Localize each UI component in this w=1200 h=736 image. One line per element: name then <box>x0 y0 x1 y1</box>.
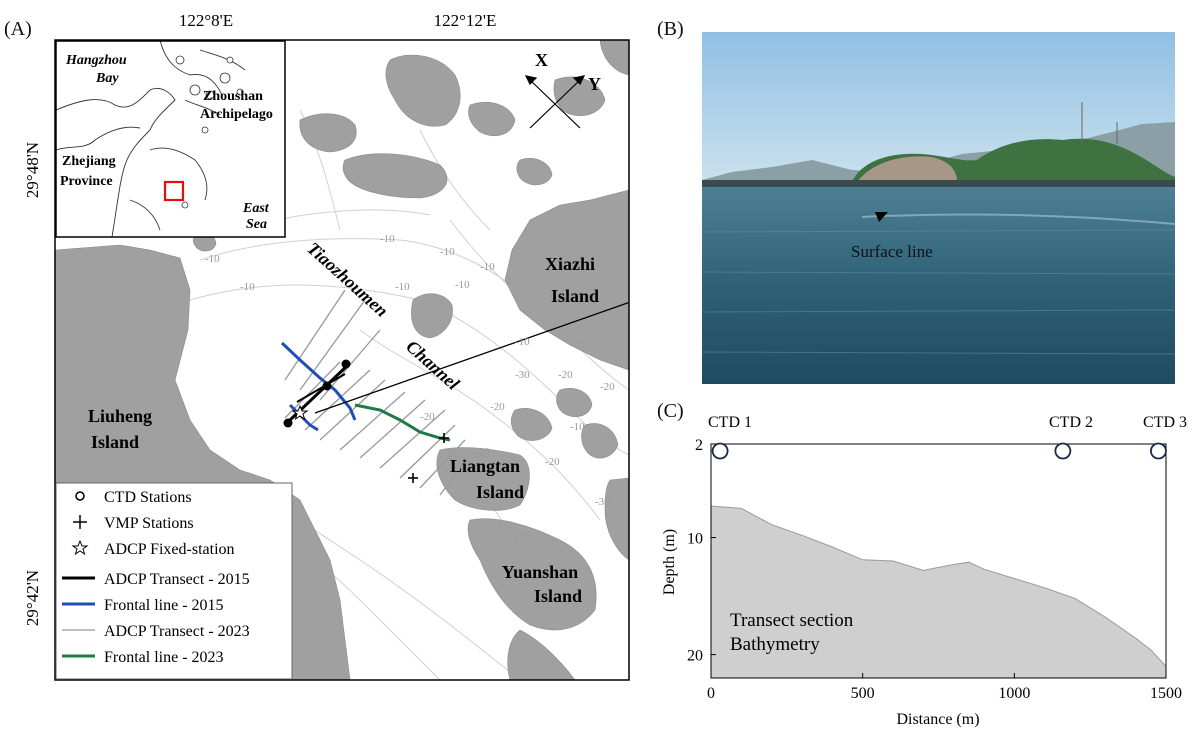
lat-label-2: 29°42'N <box>23 570 42 626</box>
x-tick-label-2: 1000 <box>998 685 1030 702</box>
svg-text:-10: -10 <box>445 453 460 465</box>
inset-location-box <box>163 180 185 202</box>
ctd-marker-2 <box>1054 442 1072 460</box>
yuanshan-label-2: Island <box>534 586 582 606</box>
bathymetry-section-chart: CTD 1 CTD 2 CTD 3 0 500 1000 1500 2 10 20 Tra… <box>661 414 1187 728</box>
xiazhi-island <box>504 189 629 371</box>
svg-text:-10: -10 <box>515 336 530 348</box>
legend-label-frontal-2023: Frontal line - 2023 <box>104 649 224 666</box>
svg-text:-20: -20 <box>545 456 560 468</box>
vmp-stations <box>408 433 449 483</box>
x-tick-label-1: 500 <box>851 685 875 702</box>
svg-text:-20: -20 <box>490 401 505 413</box>
section-label-1: Transect section <box>730 610 854 631</box>
lat-label-1: 29°48'N <box>23 142 42 198</box>
panel-c-label: (C) <box>657 400 684 422</box>
map-legend: CTD Stations VMP Stations ADCP Fixed-sta… <box>55 482 293 680</box>
x-tick-label-3: 1500 <box>1150 685 1182 702</box>
inset-bay-2: Bay <box>95 71 119 86</box>
svg-text:-10: -10 <box>240 281 255 293</box>
panel-b-label: (B) <box>657 18 684 40</box>
inset-prov-1: Zhejiang <box>62 154 116 169</box>
svg-text:-10: -10 <box>480 261 495 273</box>
adcp-fixed-station <box>291 404 309 421</box>
svg-text:-20: -20 <box>510 529 525 541</box>
xiazhi-label-1: Xiazhi <box>545 254 595 274</box>
ctd-marker-1 <box>711 442 729 460</box>
yuanshan-island <box>467 518 597 631</box>
legend-label-adcp-fixed: ADCP Fixed-station <box>104 541 235 558</box>
inset-sea-2: Sea <box>246 217 267 232</box>
bathymetry-area <box>710 505 1167 679</box>
surface-line-annotation: Surface line <box>851 242 933 261</box>
inset-sea-1: East <box>242 201 270 216</box>
svg-text:-10: -10 <box>440 246 455 258</box>
svg-text:-20: -20 <box>475 446 490 458</box>
legend-adcp-fixed-icon <box>71 539 89 556</box>
y-axis-label: Depth (m) <box>661 529 678 595</box>
photo-drawing <box>702 32 1175 384</box>
xiazhi-label-2: Island <box>551 286 599 306</box>
svg-text:-10: -10 <box>580 336 595 348</box>
inset-map: Hangzhou Bay East Sea Zhoushan Archipela… <box>55 39 286 238</box>
liangtan-island <box>436 447 530 511</box>
legend-label-vmp: VMP Stations <box>104 515 194 532</box>
legend-label-ctd: CTD Stations <box>104 489 192 506</box>
svg-text:-20: -20 <box>600 381 615 393</box>
ctd-marker-3 <box>1150 442 1167 460</box>
y-ticks: 2 10 20 <box>687 437 716 665</box>
axis-y-label: Y <box>588 74 601 94</box>
inset-bay-1: Hangzhou <box>65 53 127 68</box>
station-label-1: CTD 1 <box>708 414 752 431</box>
svg-text:-20: -20 <box>420 411 435 423</box>
ctd-markers <box>711 442 1167 460</box>
study-area-map: 122°8'E 122°12'E 29°48'N 29°42'N <box>23 11 630 681</box>
inset-arch-2: Archipelago <box>200 107 273 122</box>
panel-a-label: (A) <box>4 18 32 40</box>
liuheng-label-1: Liuheng <box>88 406 152 426</box>
arrowhead-icon <box>875 212 888 222</box>
legend-label-adcp-2015: ADCP Transect - 2015 <box>104 571 250 588</box>
svg-text:-10: -10 <box>570 421 585 433</box>
svg-text:-10: -10 <box>455 279 470 291</box>
svg-text:-10: -10 <box>380 233 395 245</box>
legend-label-adcp-2023: ADCP Transect - 2023 <box>104 623 250 640</box>
legend-ctd-icon <box>75 491 85 501</box>
y-tick-label-1: 10 <box>687 531 703 548</box>
station-label-2: CTD 2 <box>1049 414 1093 431</box>
liangtan-label-1: Liangtan <box>450 456 520 476</box>
legend-label-frontal-2015: Frontal line - 2015 <box>104 597 224 614</box>
svg-text:-20: -20 <box>558 369 573 381</box>
ctd-stations <box>283 359 351 428</box>
axis-x-label: X <box>535 50 548 70</box>
liuheng-label-2: Island <box>91 432 139 452</box>
svg-text:-30: -30 <box>595 496 610 508</box>
svg-text:-10: -10 <box>395 281 410 293</box>
x-tick-label-0: 0 <box>707 685 715 702</box>
x-axis-label: Distance (m) <box>896 711 979 728</box>
svg-text:-30: -30 <box>515 369 530 381</box>
compass-axes-icon <box>524 75 586 129</box>
lon-label-1: 122°8'E <box>179 11 233 30</box>
map-frame <box>54 39 630 681</box>
inset-prov-2: Province <box>60 174 113 189</box>
yuanshan-label-1: Yuanshan <box>502 562 578 582</box>
liangtan-label-2: Island <box>476 482 524 502</box>
x-ticks: 0 500 1000 1500 <box>707 673 1182 702</box>
y-tick-label-0: 2 <box>695 437 703 454</box>
contour-labels: -10 -10 -10 -10 -10 -10 -10 -10 -10 -30 … <box>205 233 615 541</box>
section-frame <box>710 443 1167 679</box>
svg-text:-10: -10 <box>205 253 220 265</box>
field-photo <box>702 32 1175 384</box>
lon-label-2: 122°12'E <box>434 11 497 30</box>
station-label-3: CTD 3 <box>1143 414 1187 431</box>
inset-arch-1: Zhoushan <box>203 89 263 104</box>
section-label-2: Bathymetry <box>730 634 820 655</box>
pointer-line <box>314 301 629 414</box>
y-tick-label-2: 20 <box>687 648 703 665</box>
